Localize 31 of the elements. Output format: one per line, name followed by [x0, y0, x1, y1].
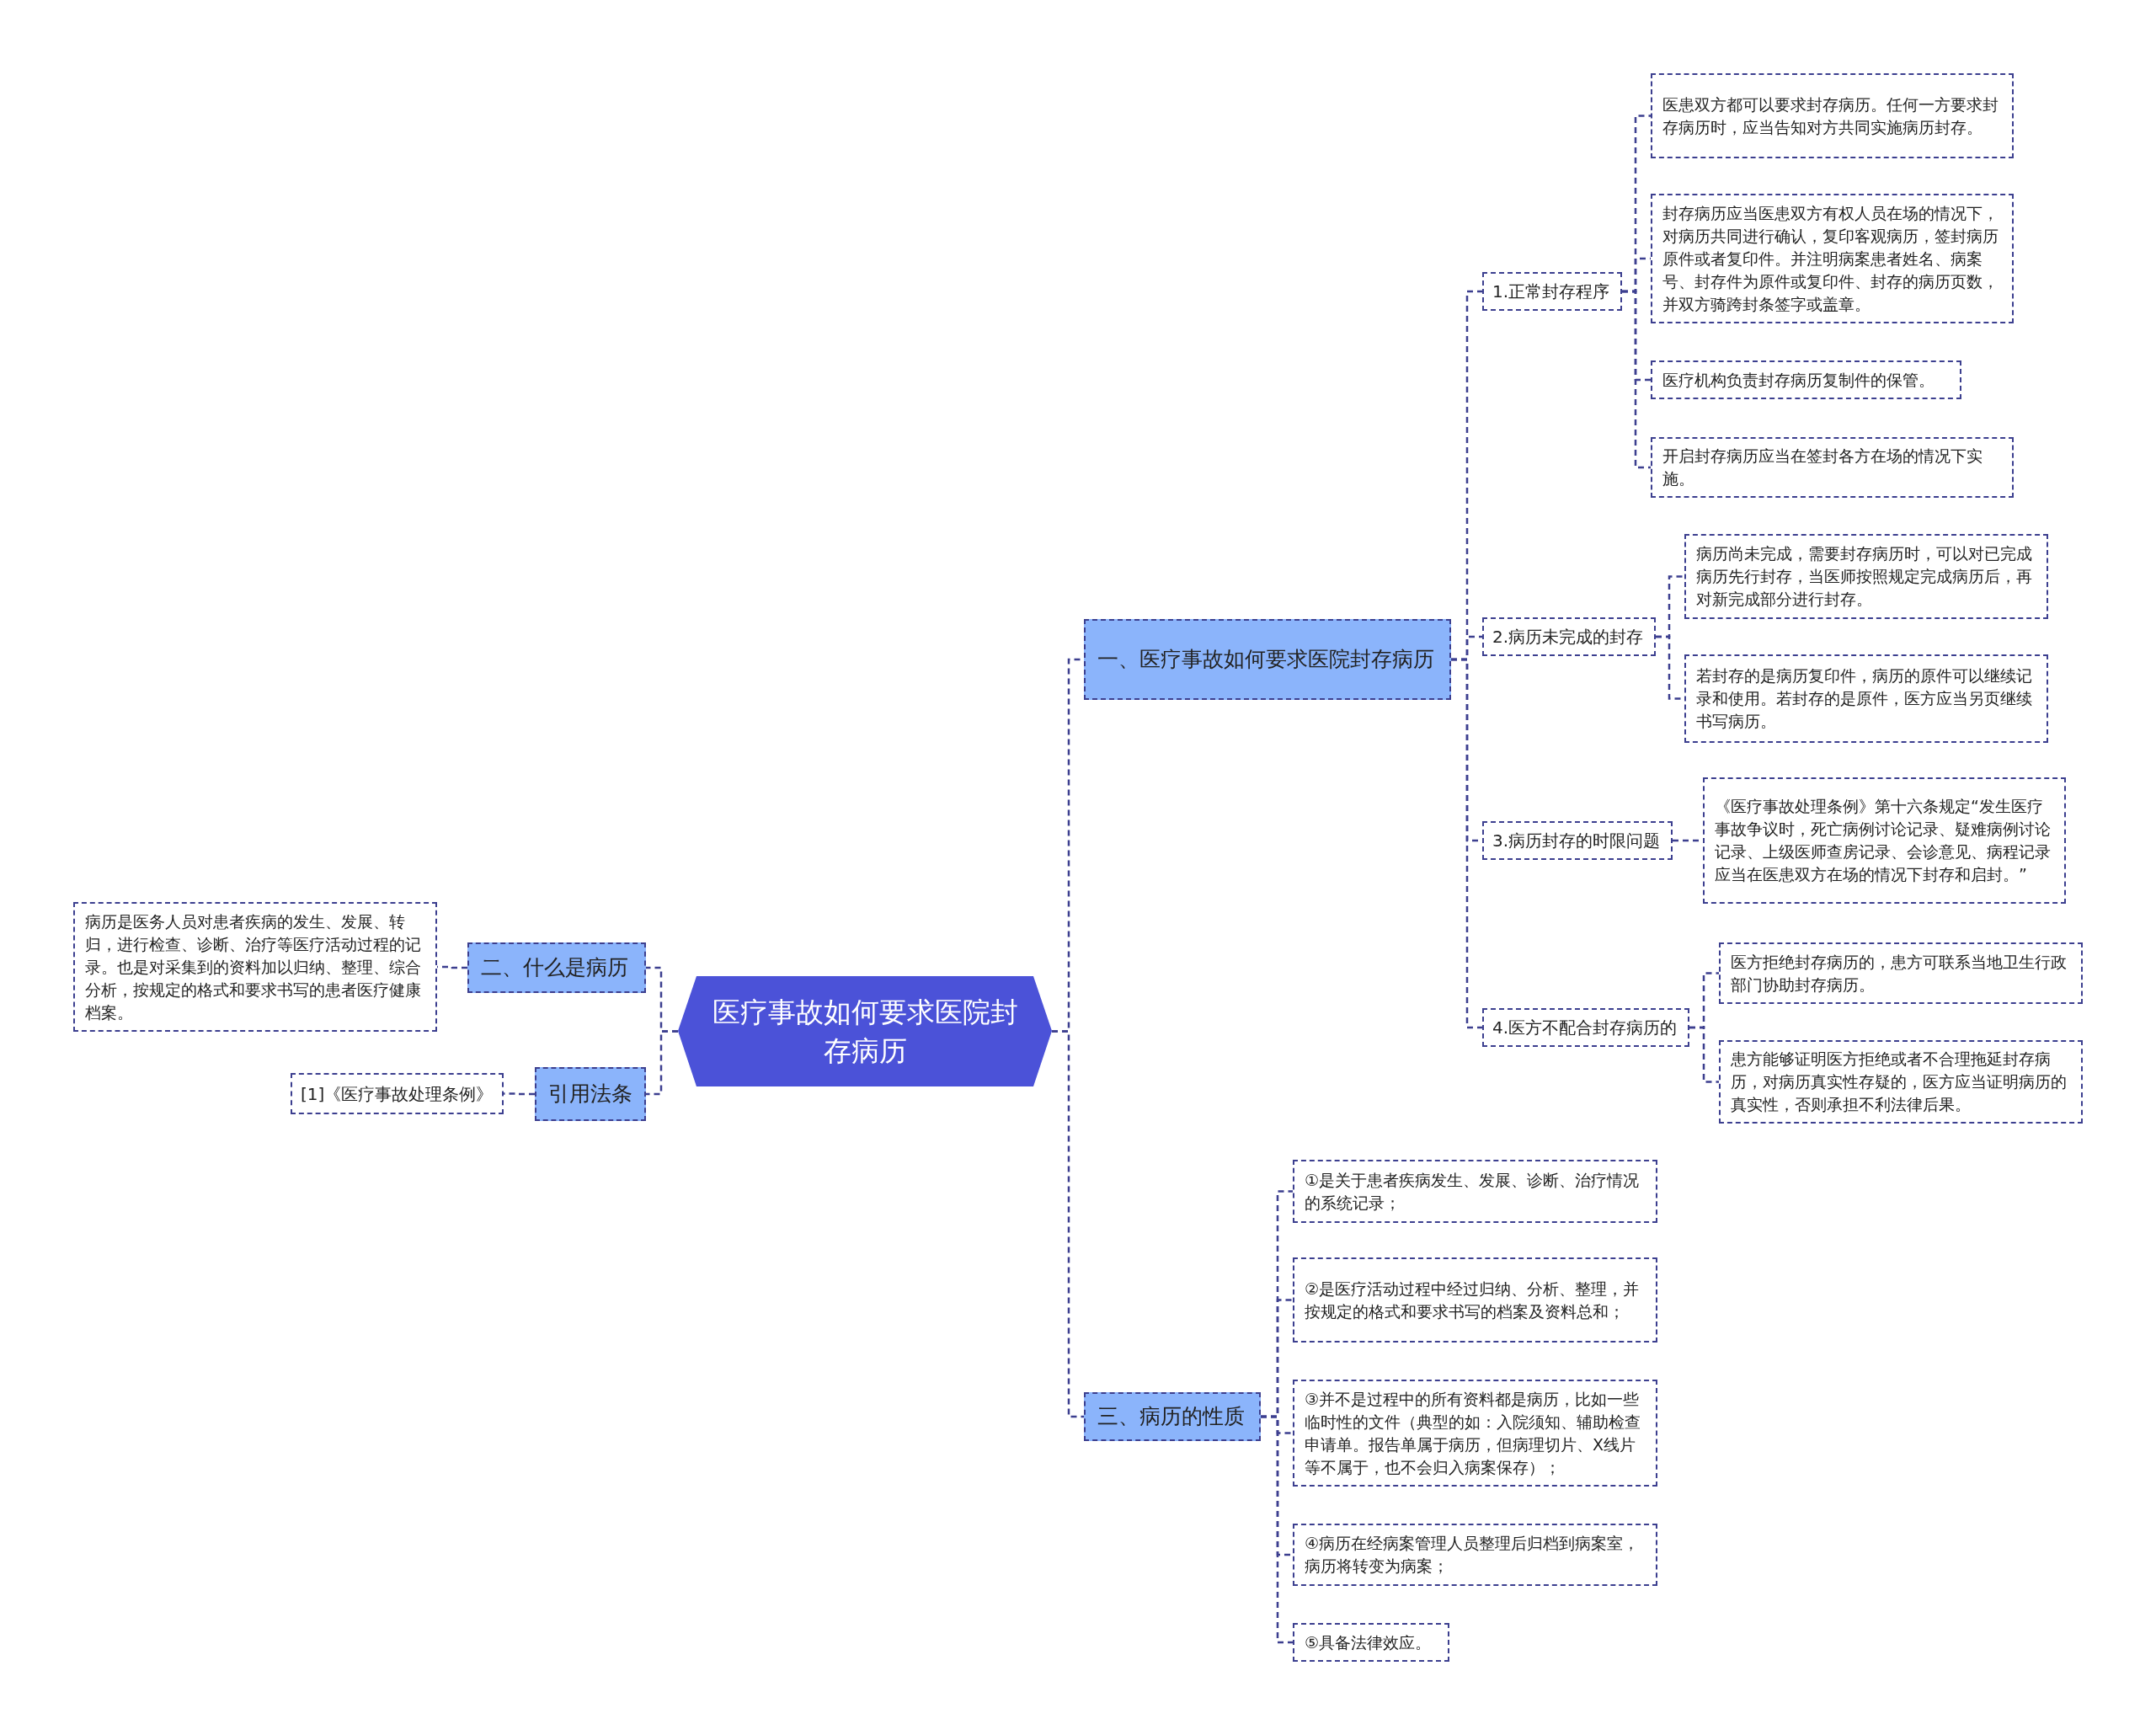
subtopic-box: 4.医方不配合封存病历的 [1482, 1008, 1689, 1047]
note-box: 医疗机构负责封存病历复制件的保管。 [1651, 360, 1961, 399]
connector-line [1261, 1415, 1293, 1644]
note-box: 病历是医务人员对患者疾病的发生、发展、转归，进行检查、诊断、治疗等医疗活动过程的记录。也是对采集到的资料加以归纳、整理、综合分析，按规定的格式和要求书写的患者医疗健康档案。 [73, 902, 437, 1032]
note-box: 《医疗事故处理条例》第十六条规定“发生医疗事故争议时，死亡病例讨论记录、疑难病例讨论记录、上级医师查房记录、会诊意见、病程记录应当在医患双方在场的情况下封存和启封。” [1703, 777, 2066, 904]
note-box: 开启封存病历应当在签封各方在场的情况下实施。 [1651, 437, 2014, 498]
connector-line [1622, 290, 1651, 469]
note-box: ②是医疗活动过程中经过归纳、分析、整理，并按规定的格式和要求书写的档案及资料总和； [1293, 1257, 1657, 1343]
note-box: 患方能够证明医方拒绝或者不合理拖延封存病历，对病历真实性存疑的，医方应当证明病历的真实性，否则承担不利法律后果。 [1719, 1040, 2083, 1124]
connector-line [1451, 658, 1482, 1029]
subtopic-box: 1.正常封存程序 [1482, 272, 1622, 311]
subtopic-box: 3.病历封存的时限问题 [1482, 821, 1673, 860]
connector-line [646, 1030, 678, 1096]
connector-line [1689, 1026, 1719, 1083]
note-box: 封存病历应当医患双方有权人员在场的情况下，对病历共同进行确认，复印客观病历，签封病历原件或者复印件。并注明病案患者姓名、病案号、封存件为原件或复印件、封存的病历页数，并双方骑跨封条签字或盖章。 [1651, 194, 2014, 323]
note-box: 病历尚未完成，需要封存病历时，可以对已完成病历先行封存，当医师按照规定完成病历后，再对新完成部分进行封存。 [1684, 534, 2048, 619]
topic-box: 三、病历的性质 [1084, 1392, 1261, 1441]
topic-box: 引用法条 [535, 1067, 646, 1121]
note-box: ③并不是过程中的所有资料都是病历，比如一些临时性的文件（典型的如：入院须知、辅助检查申请单。报告单属于病历，但病理切片、X线片等不属于，也不会归入病案保存）； [1293, 1380, 1657, 1487]
subtopic-box: 2.病历未完成的封存 [1482, 617, 1656, 656]
note-box: 医方拒绝封存病历的，患方可联系当地卫生行政部门协助封存病历。 [1719, 942, 2083, 1004]
note-box: 医患双方都可以要求封存病历。任何一方要求封存病历时，应当告知对方共同实施病历封存。 [1651, 73, 2014, 158]
note-box: ①是关于患者疾病发生、发展、诊断、治疗情况的系统记录； [1293, 1160, 1657, 1223]
subtopic-box: [1]《医疗事故处理条例》 [291, 1073, 504, 1114]
central-topic-hexagon: 医疗事故如何要求医院封存病历 [678, 976, 1052, 1086]
topic-box: 二、什么是病历 [467, 942, 646, 993]
topic-box: 一、医疗事故如何要求医院封存病历 [1084, 619, 1451, 700]
note-box: 若封存的是病历复印件，病历的原件可以继续记录和使用。若封存的是原件，医方应当另页继续书写病历。 [1684, 654, 2048, 743]
note-box: ⑤具备法律效应。 [1293, 1623, 1449, 1662]
connector-line [1052, 1030, 1084, 1418]
note-box: ④病历在经病案管理人员整理后归档到病案室，病历将转变为病案； [1293, 1524, 1657, 1586]
